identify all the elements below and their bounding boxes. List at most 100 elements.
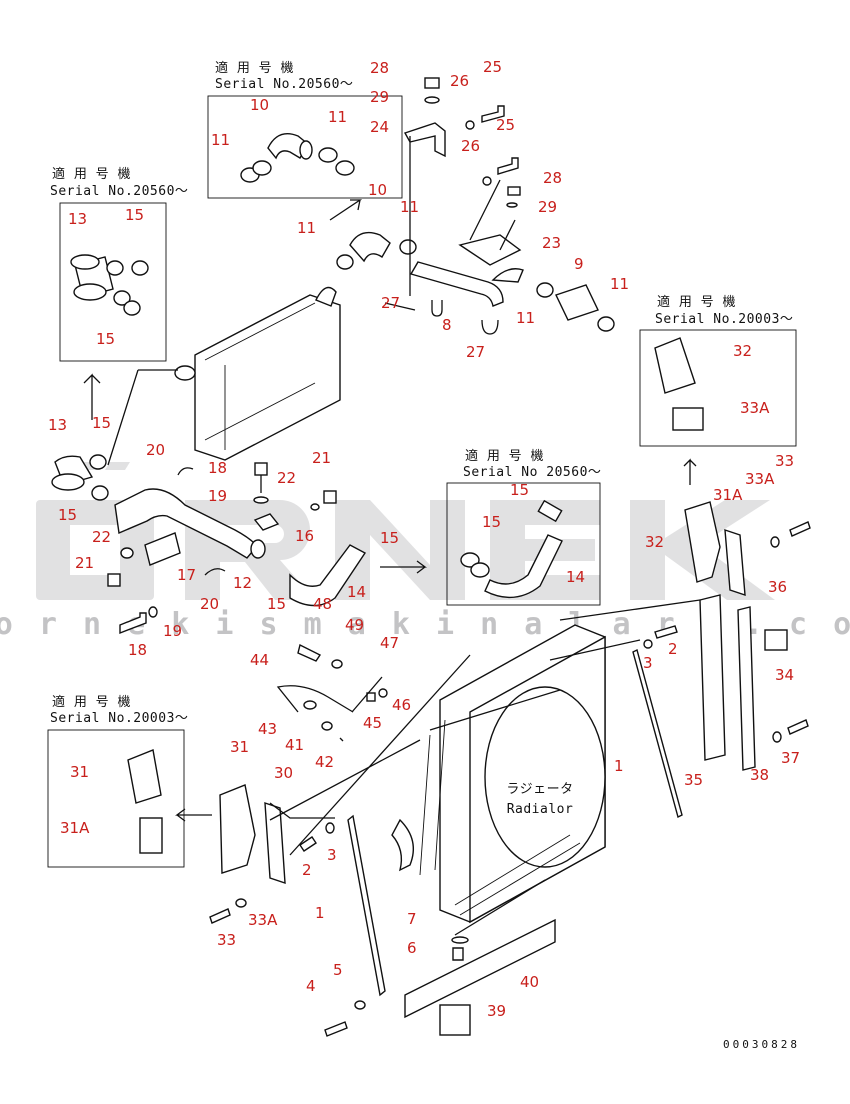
callout-20-a: 20 — [146, 441, 165, 459]
box-serial: Serial No.20560〜 — [50, 184, 188, 199]
callout-25: 25 — [483, 58, 502, 76]
callout-31a-inset: 31A — [60, 819, 90, 837]
leader-lines — [107, 136, 701, 936]
callout-22-b: 22 — [277, 469, 296, 487]
callout-13-inset: 13 — [68, 210, 87, 228]
applicability-box-top: 適 用 号 機 Serial No.20560〜 — [207, 60, 403, 199]
clamp-15-left — [89, 454, 109, 501]
seals-36-37-38 — [699, 594, 788, 771]
covers-33-32 — [684, 501, 746, 596]
callout-15-inset-a: 15 — [125, 206, 144, 224]
callout-25b: 25 — [496, 116, 515, 134]
callout-11-c: 11 — [400, 198, 419, 216]
covers-31-30 — [219, 784, 286, 884]
callout-21-b: 21 — [312, 449, 331, 467]
callout-31: 31 — [230, 738, 249, 756]
pipe-12 — [114, 488, 266, 559]
callout-36: 34 — [775, 666, 794, 684]
callout-16: 16 — [295, 527, 314, 545]
callout-2-b: 2 — [302, 861, 312, 879]
callout-30: 30 — [274, 764, 293, 782]
callouts: 28 29 26 25 24 25 26 28 29 23 9 11 11 8 … — [48, 58, 800, 1020]
hose-9 — [555, 284, 599, 321]
box-title: 適 用 号 機 — [657, 294, 736, 310]
watermark-logo — [36, 462, 775, 600]
callout-48: 46 — [392, 696, 411, 714]
callout-34-b: 33 — [217, 931, 236, 949]
box-title: 適 用 号 機 — [215, 60, 294, 76]
fasteners — [107, 77, 811, 1037]
box-serial: Serial No.20003〜 — [50, 711, 188, 726]
callout-10-inset: 10 — [250, 96, 269, 114]
callout-40: 38 — [750, 766, 769, 784]
callout-35-a: 33A — [745, 470, 775, 488]
aftercooler — [174, 286, 341, 461]
cover-33-inset — [654, 337, 704, 431]
applicability-box-bottom-left: 適 用 号 機 Serial No.20003〜 — [47, 694, 188, 868]
callout-22-a: 22 — [92, 528, 111, 546]
callout-2-a: 2 — [668, 640, 678, 658]
callout-50: 48 — [313, 595, 332, 613]
stay-rods-1 — [347, 648, 683, 997]
callout-49: 47 — [380, 634, 399, 652]
callout-29: 29 — [370, 88, 389, 106]
clamps-11 — [336, 239, 615, 332]
callout-3-b: 3 — [327, 846, 337, 864]
callout-35-b: 33A — [248, 911, 278, 929]
callout-38: 36 — [768, 578, 787, 596]
callout-11-d: 11 — [297, 219, 316, 237]
callout-14: 14 — [347, 583, 366, 601]
callout-12: 12 — [233, 574, 252, 592]
applicability-box-right: 適 用 号 機 Serial No.20003〜 — [639, 294, 797, 447]
callout-26: 26 — [450, 72, 469, 90]
callout-37: 35 — [684, 771, 703, 789]
callout-15-inset-d: 15 — [482, 513, 501, 531]
clamp-15-middle — [460, 499, 563, 578]
box-frame — [47, 729, 185, 868]
hose-elbow-10 — [349, 231, 391, 263]
callout-19-a: 19 — [163, 622, 182, 640]
callout-44: 42 — [315, 753, 334, 771]
callout-11-inset-b: 11 — [328, 108, 347, 126]
radiator: ラジェータ Radialor — [391, 624, 606, 924]
clamp-15-inset — [106, 260, 149, 316]
radiator-label-en: Radialor — [507, 802, 574, 817]
callout-1-b: 1 — [315, 904, 325, 922]
callout-26b: 26 — [461, 137, 480, 155]
callout-3-a: 3 — [643, 654, 653, 672]
callout-15-d: 15 — [267, 595, 286, 613]
callout-31-inset: 31 — [70, 763, 89, 781]
callout-15-b: 15 — [58, 506, 77, 524]
tube-46 — [276, 676, 383, 713]
box-title: 適 用 号 機 — [465, 448, 544, 464]
callout-15-inset-b: 15 — [96, 330, 115, 348]
callout-9: 9 — [574, 255, 584, 273]
callout-1-a: 1 — [614, 757, 624, 775]
box-serial: Serial No 20560〜 — [463, 465, 601, 480]
callout-7: 7 — [407, 910, 417, 928]
callout-42: 40 — [520, 973, 539, 991]
callout-6: 6 — [407, 939, 417, 957]
callout-27-a: 27 — [381, 294, 400, 312]
radiator-label-jp: ラジェータ — [506, 782, 573, 797]
callout-15-a: 15 — [92, 414, 111, 432]
bracket-24 — [403, 122, 446, 158]
box-frame — [639, 329, 797, 447]
callout-15-c: 15 — [380, 529, 399, 547]
pad-41 — [439, 1004, 471, 1036]
callout-46: 44 — [250, 651, 269, 669]
callout-32: 31A — [713, 486, 743, 504]
callout-45: 43 — [258, 720, 277, 738]
callout-29b: 29 — [538, 198, 557, 216]
callout-11-inset-a: 11 — [211, 131, 230, 149]
box-title: 適 用 号 機 — [52, 166, 131, 182]
box-frame — [207, 95, 403, 199]
callout-14-inset: 14 — [566, 568, 585, 586]
callout-33a-inset: 33A — [740, 399, 770, 417]
callout-17: 17 — [177, 566, 196, 584]
callout-5: 5 — [333, 961, 343, 979]
callout-10: 10 — [368, 181, 387, 199]
box-frame — [446, 482, 601, 606]
callout-11-a: 11 — [610, 275, 629, 293]
